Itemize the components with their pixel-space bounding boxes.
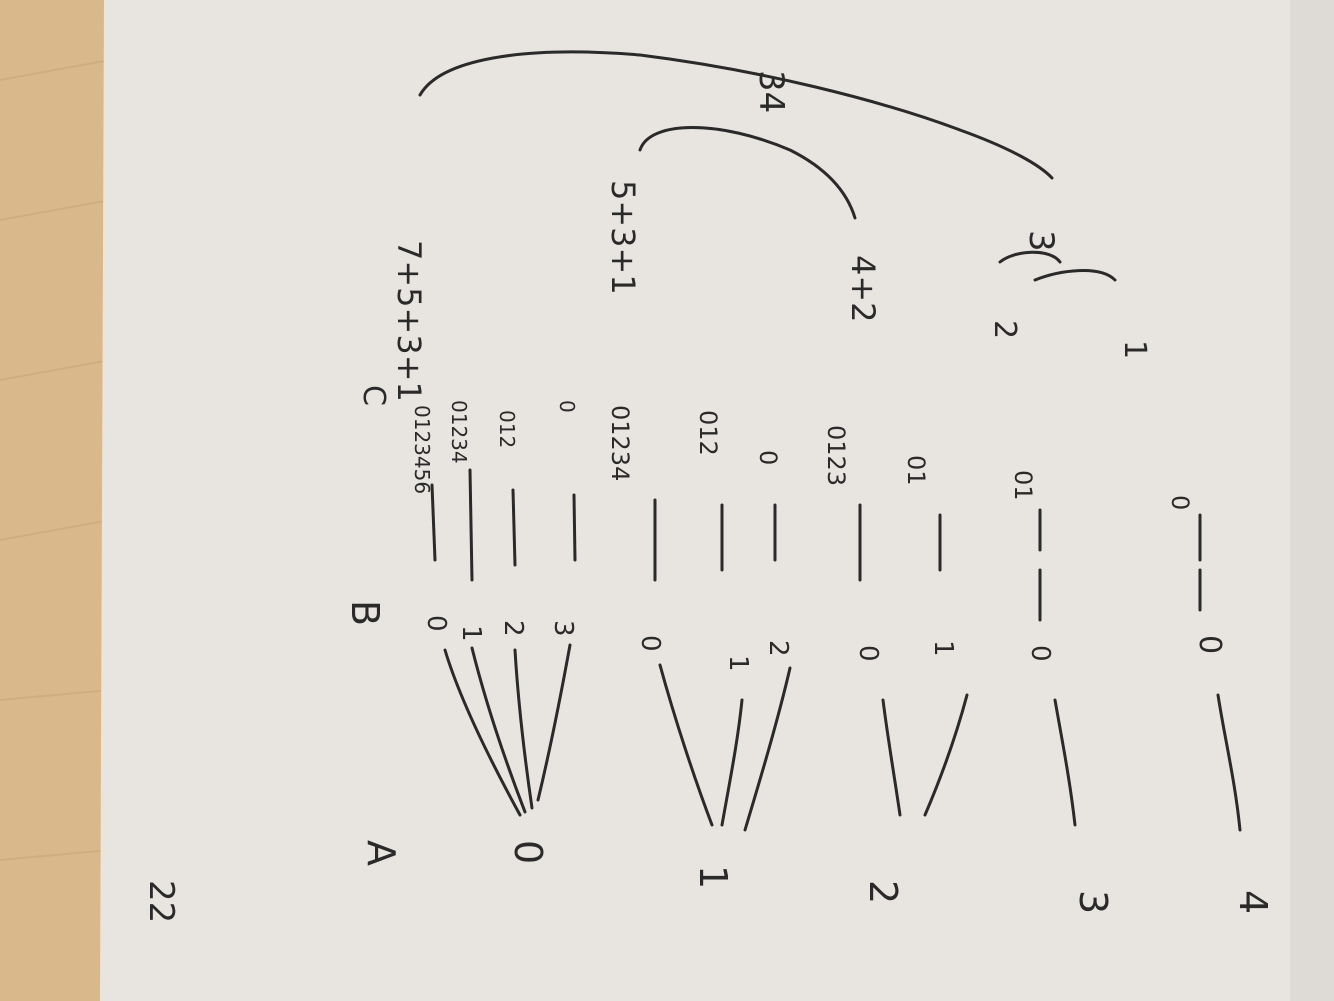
c-value-0-0: 0123456	[410, 405, 434, 494]
column-b-label: B	[343, 600, 387, 626]
column-a-label: A	[359, 840, 403, 866]
grand-total: 34	[751, 70, 791, 113]
c-value-3-0: 01	[1009, 470, 1037, 501]
b-value-2-1: 1	[928, 640, 958, 657]
c-value-0-1: 01234	[447, 400, 471, 464]
a-value-3: 3	[1071, 890, 1115, 914]
c-value-2-1: 01	[902, 455, 930, 486]
ink-strokes	[418, 50, 1242, 832]
b-value-0-1: 1	[456, 625, 486, 642]
b-value-3-0: 0	[1025, 645, 1055, 662]
paper-sheet	[100, 0, 1334, 1001]
b-value-2-0: 0	[853, 645, 883, 662]
c-value-1-1: 012	[694, 410, 722, 456]
page-number: 22	[141, 880, 181, 923]
sum-3: 2	[987, 320, 1022, 339]
b-value-0-3: 3	[548, 620, 578, 637]
b-value-4-0: 0	[1192, 635, 1227, 654]
a-value-1: 1	[691, 865, 735, 889]
b-value-1-2: 2	[763, 640, 793, 657]
brace-label: 3	[1021, 230, 1061, 252]
a-value-0: 0	[506, 840, 550, 864]
c-value-0-2: 012	[495, 410, 519, 448]
c-value-2-0: 0123	[822, 425, 850, 486]
b-value-1-0: 0	[635, 635, 665, 652]
c-value-0-3: 0	[555, 400, 579, 413]
b-value-0-0: 0	[421, 615, 451, 632]
paper-shadow	[1290, 0, 1334, 1001]
sum-0: 7+5+3+1	[390, 240, 428, 402]
c-value-4-0: 0	[1166, 495, 1194, 510]
column-c-label: C	[356, 385, 391, 406]
sum-1: 5+3+1	[604, 180, 642, 295]
b-value-0-2: 2	[498, 620, 528, 637]
a-value-2: 2	[861, 880, 905, 904]
wood-grain	[0, 59, 111, 861]
sum-4: 1	[1117, 340, 1152, 359]
b-value-1-1: 1	[723, 655, 753, 672]
c-value-1-0: 01234	[606, 405, 634, 481]
c-value-1-2: 0	[754, 450, 782, 465]
a-value-4: 4	[1231, 890, 1275, 914]
sum-2: 4+2	[844, 255, 882, 323]
